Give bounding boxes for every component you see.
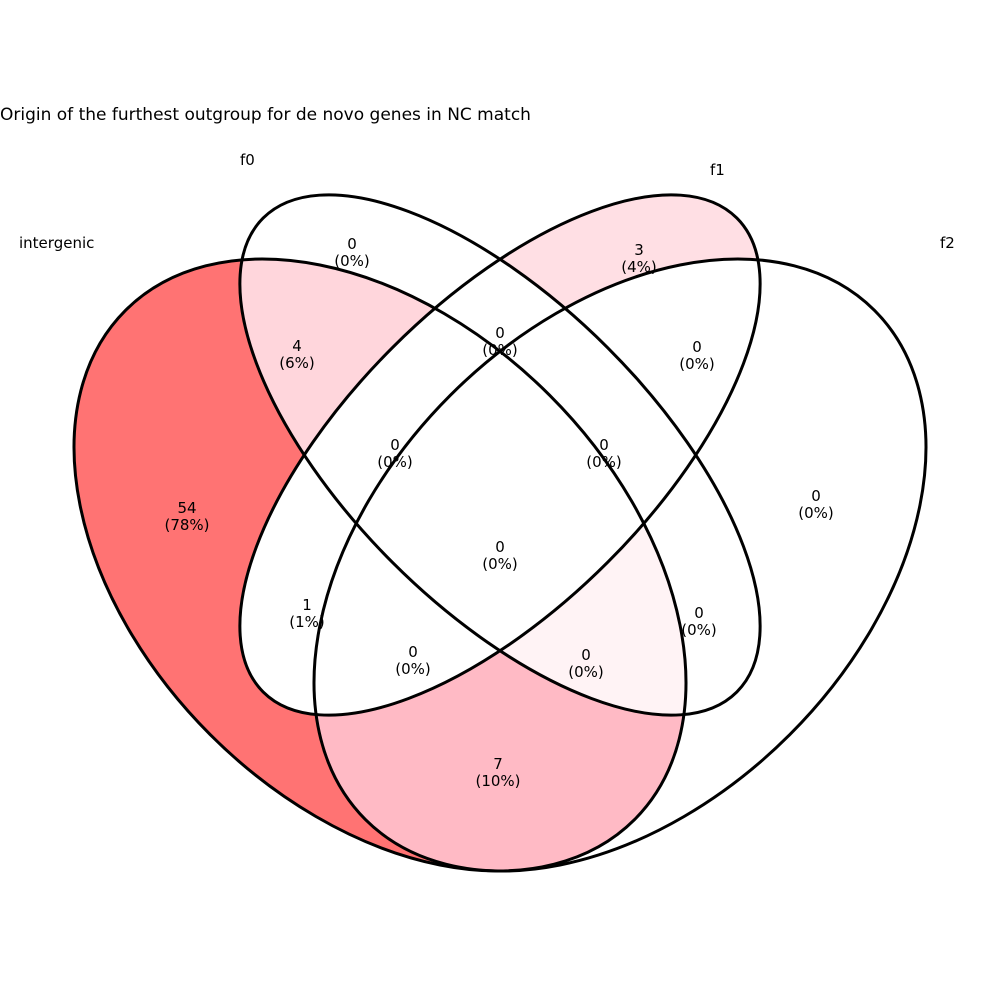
region-intergenic-f1: 7(10%) [475, 755, 520, 790]
region-intergenic-f0-f1: 0(0%) [377, 436, 413, 471]
region-f0-f2: 0(0%) [681, 604, 717, 639]
region-f0-f1-f2: 0(0%) [586, 436, 622, 471]
region-f1-f2: 0(0%) [679, 338, 715, 373]
region-f1-only: 3(4%) [621, 241, 657, 276]
region-f2-only: 0(0%) [798, 487, 834, 522]
set-label-intergenic: intergenic [19, 234, 94, 252]
set-label-f0: f0 [240, 151, 255, 169]
region-all-four: 0(0%) [482, 538, 518, 573]
region-intergenic-f1-f2: 0(0%) [395, 643, 431, 678]
region-intergenic-f0-f2: 1(1%) [289, 596, 325, 631]
region-intergenic-only: 54(78%) [164, 499, 209, 534]
region-f0-f1: 0(0%) [482, 324, 518, 359]
region-intergenic-f0: 4(6%) [279, 337, 315, 372]
set-label-f1: f1 [710, 161, 725, 179]
region-intergenic-f0-f1-f2: 0(0%) [568, 646, 604, 681]
set-label-f2: f2 [940, 234, 955, 252]
chart-title: Origin of the furthest outgroup for de n… [0, 105, 531, 125]
region-labels: 54(78%) 0(0%) 3(4%) 0(0%) 4(6%) 0(0%) 0(… [164, 235, 833, 790]
region-f0-only: 0(0%) [334, 235, 370, 270]
